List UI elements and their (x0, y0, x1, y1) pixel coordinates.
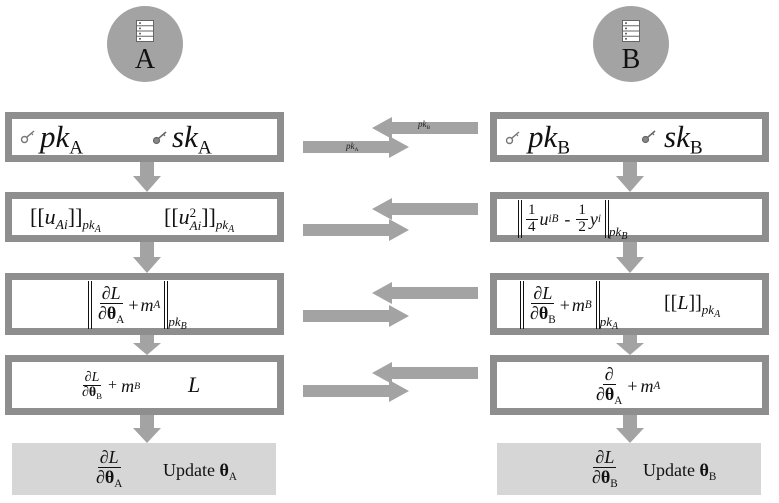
a-encrypted-u: [[uAi]]pkA (30, 204, 101, 235)
b-gradient-box (490, 273, 769, 335)
server-icon (136, 20, 154, 42)
a-secret-key: skA (172, 119, 212, 159)
a-final-gradient: ∂L∂θA (96, 446, 123, 490)
b-final-gradient: ∂L∂θB (592, 446, 618, 490)
party-a-label: A (134, 44, 156, 75)
b-decrypted-box (490, 355, 769, 415)
b-public-key: pkB (528, 119, 571, 159)
a-decrypted-box (5, 355, 284, 415)
a-update-label: Update θA (163, 460, 237, 483)
pkb-arrow-label: pkB (418, 119, 431, 131)
party-a-node: A (107, 6, 183, 82)
arrow-down-icon (616, 242, 644, 273)
arrow-down-icon (616, 415, 644, 443)
arrow-down-icon (616, 162, 644, 192)
arrow-right-icon (303, 219, 409, 241)
arrow-right-icon (303, 305, 409, 327)
key-icon (152, 131, 167, 145)
a-update-box (12, 443, 276, 495)
key-icon (641, 130, 656, 144)
a-keys-box (5, 112, 284, 162)
arrow-right-icon (303, 136, 409, 158)
arrow-left-icon (372, 282, 478, 304)
arrow-left-icon (372, 198, 478, 220)
server-icon (622, 20, 640, 42)
key-icon (20, 130, 35, 144)
a-gradient-box (5, 273, 284, 335)
arrow-down-icon (133, 162, 161, 192)
arrow-right-icon (303, 380, 409, 402)
b-residual-box (490, 192, 769, 242)
key-icon (505, 131, 520, 145)
b-secret-key: skB (664, 119, 703, 159)
a-public-key: pkA (40, 119, 84, 159)
b-keys-box (490, 112, 769, 162)
b-update-label: Update θB (643, 460, 717, 483)
arrow-left-icon (372, 117, 478, 139)
a-encrypted-u-box (5, 192, 284, 242)
b-encrypted-loss: [[L]]pkA (664, 292, 721, 320)
b-update-box (497, 443, 761, 495)
pka-arrow-label: pkA (346, 141, 359, 153)
arrow-left-icon (372, 362, 478, 384)
arrow-down-icon (133, 415, 161, 443)
arrow-down-icon (133, 335, 161, 355)
arrow-down-icon (616, 335, 644, 355)
a-decrypted-loss: L (188, 372, 201, 397)
party-b-node: B (593, 6, 669, 82)
party-b-label: B (621, 44, 641, 75)
arrow-down-icon (133, 242, 161, 273)
